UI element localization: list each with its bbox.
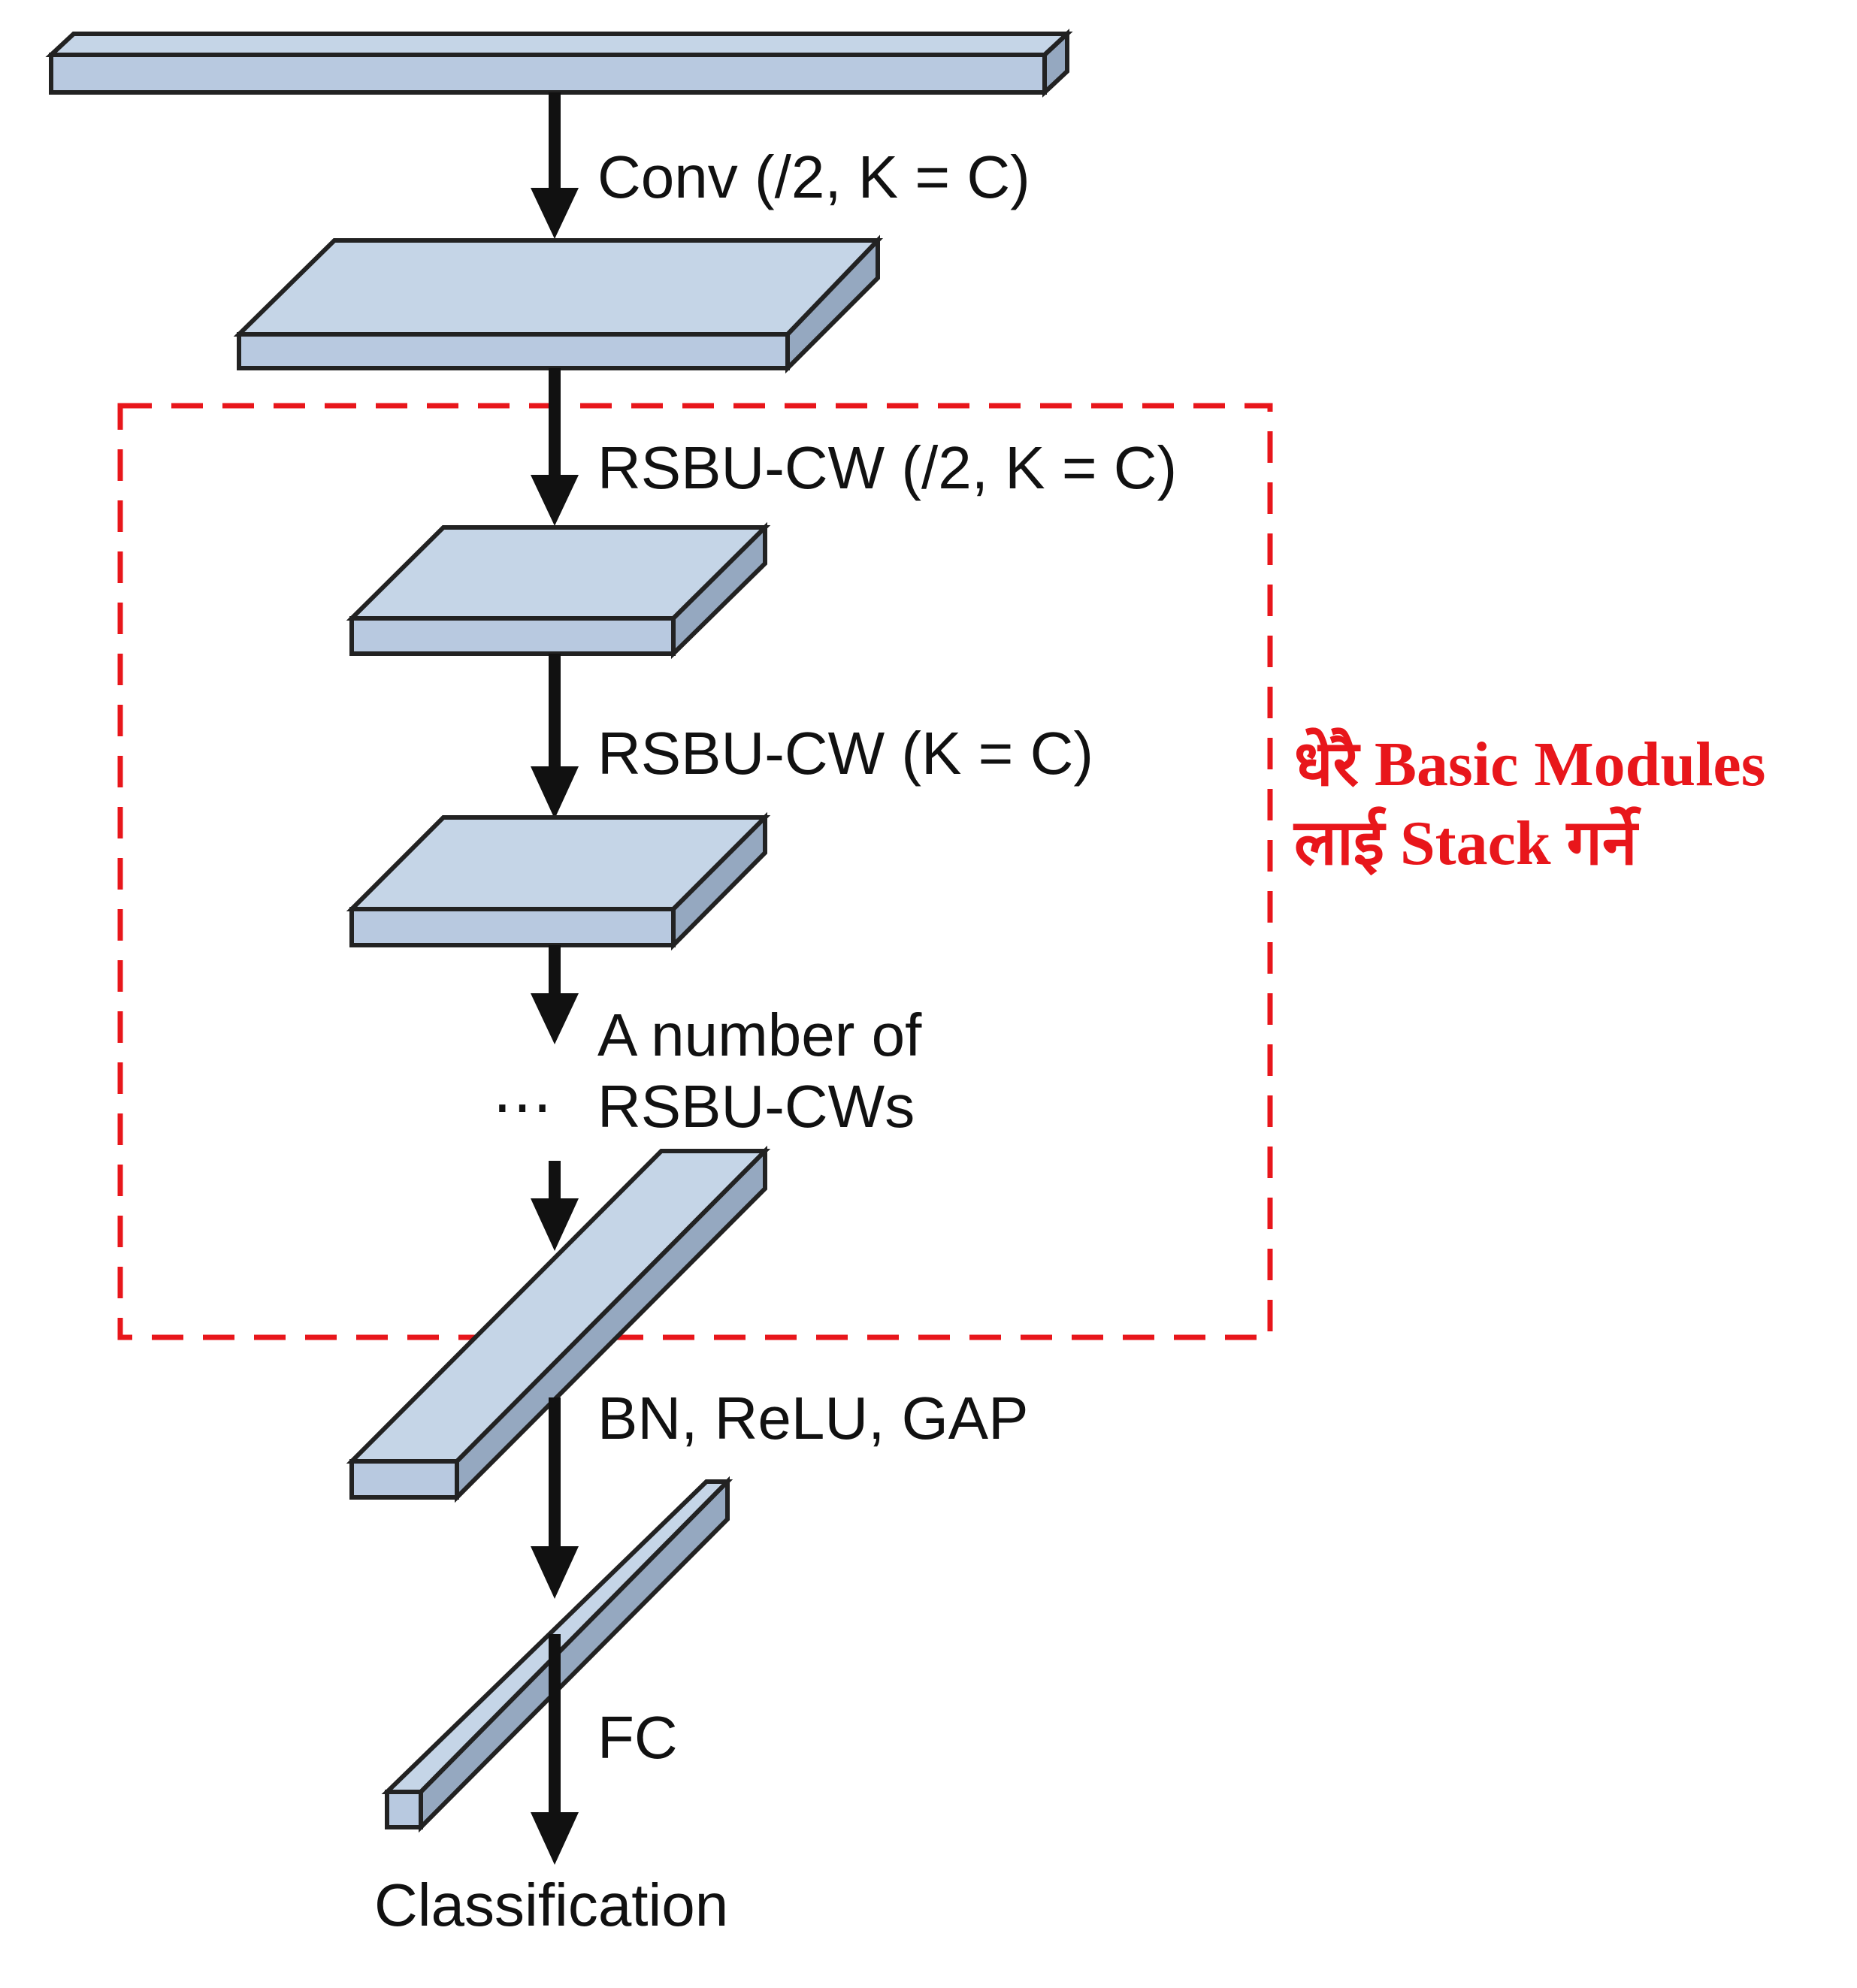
- arrow-bn: [531, 1397, 579, 1599]
- annotation-line2: लाई Stack गर्ने: [1293, 806, 1642, 878]
- arrow-fc: [531, 1634, 579, 1865]
- arrow-conv: [531, 92, 579, 239]
- input-block: [45, 29, 1073, 98]
- classification-label: Classification: [374, 1872, 728, 1938]
- arrow-into-last-block: [531, 1161, 579, 1251]
- arrow-rsbu1: [531, 368, 579, 526]
- rsbu-stack-output-block: [346, 1145, 771, 1503]
- fc-label: FC: [597, 1704, 678, 1771]
- arrow-rsbu2: [531, 654, 579, 819]
- many-rsbu-label-line1: A number of: [597, 1002, 922, 1068]
- rsbu2-output-block: [346, 811, 771, 951]
- conv-label: Conv (/2, K = C): [597, 144, 1030, 210]
- arrow-many: [531, 945, 579, 1044]
- ellipsis-label: ⋯: [492, 1073, 552, 1140]
- bn-relu-gap-label: BN, ReLU, GAP: [597, 1385, 1029, 1452]
- rsbu1-output-block: [346, 521, 771, 660]
- many-rsbu-label-line2: RSBU-CWs: [597, 1073, 915, 1140]
- conv-output-block: [233, 234, 884, 374]
- annotation-line1: धेरै Basic Modules: [1294, 727, 1765, 799]
- rsbu2-label: RSBU-CW (K = C): [597, 720, 1093, 787]
- stack-region-box: [117, 403, 1273, 1340]
- rsbu1-label: RSBU-CW (/2, K = C): [597, 434, 1177, 501]
